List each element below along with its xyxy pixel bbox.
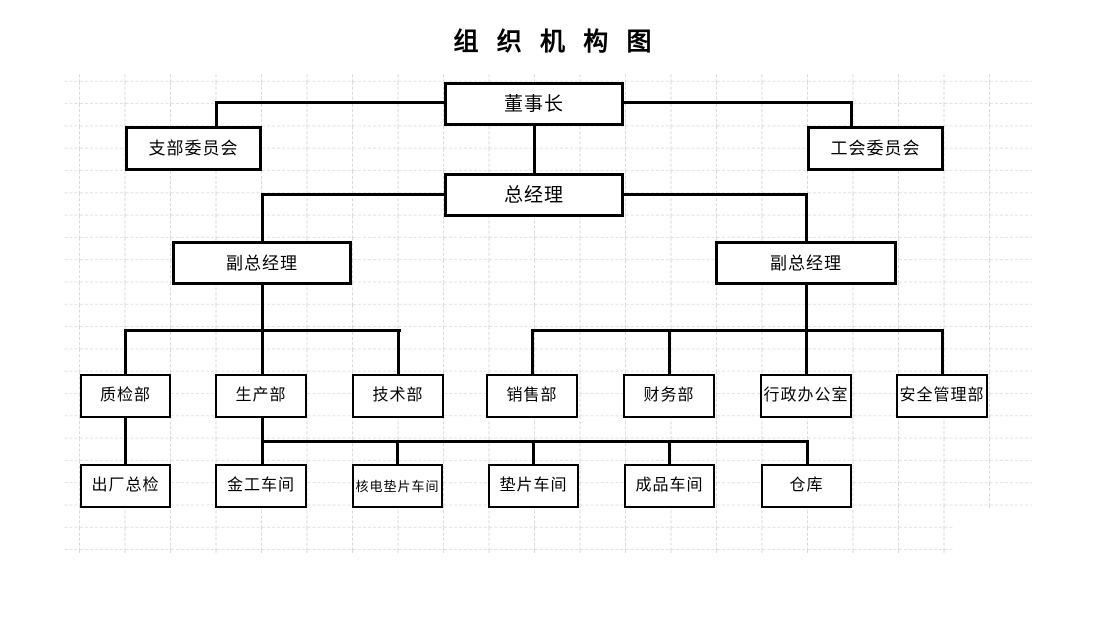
connector-drop-technology-v <box>397 329 400 374</box>
connector-drop-sales-v <box>531 329 534 374</box>
connector-drop-gasket-v <box>532 440 535 464</box>
connector-drop-quality-v <box>124 329 127 374</box>
connector-drop-finance-v <box>668 329 671 374</box>
org-node-branch-committee: 支部委员会 <box>125 126 262 171</box>
connector-chairman-right-h <box>624 101 853 104</box>
connector-drop-admin-v <box>805 329 808 374</box>
org-node-finance-dept: 财务部 <box>623 374 715 418</box>
org-node-gasket-shop: 垫片车间 <box>488 464 579 508</box>
org-node-general-manager: 总经理 <box>444 173 624 217</box>
chart-title: 组 织 机 构 图 <box>453 29 658 56</box>
org-node-chairman: 董事长 <box>444 82 624 126</box>
org-node-final-inspection: 出厂总检 <box>80 464 171 508</box>
org-node-admin-office: 行政办公室 <box>760 374 852 418</box>
connector-gm-left-h <box>261 193 444 196</box>
connector-gm-right-v <box>805 193 808 241</box>
connector-drop-safety-v <box>941 329 944 374</box>
org-node-finished-product-shop: 成品车间 <box>624 464 715 508</box>
connector-chairman-left-v <box>215 101 218 126</box>
connector-quality-inspection-v <box>124 418 127 464</box>
connector-drop-metalwork-v <box>261 440 264 464</box>
org-node-nuclear-gasket-shop: 核电垫片车间 <box>352 464 443 508</box>
org-node-metalwork-shop: 金工车间 <box>215 464 307 508</box>
org-node-deputy-gm-right: 副总经理 <box>715 241 897 285</box>
org-node-safety-dept: 安全管理部 <box>896 374 988 418</box>
connector-deputy-right-v <box>805 285 808 329</box>
org-node-deputy-gm-left: 副总经理 <box>172 241 352 285</box>
connector-chairman-gm-v <box>533 126 536 173</box>
org-node-technology-dept: 技术部 <box>352 374 444 418</box>
connector-right-bus-h <box>531 329 944 332</box>
org-node-union-committee: 工会委员会 <box>807 126 944 171</box>
org-node-warehouse: 仓库 <box>761 464 852 508</box>
connector-gm-right-h <box>624 193 807 196</box>
org-node-quality-dept: 质检部 <box>80 374 171 418</box>
connector-production-down-v <box>261 418 264 440</box>
connector-gm-left-v <box>261 193 264 241</box>
org-node-production-dept: 生产部 <box>215 374 307 418</box>
connector-chairman-left-h <box>215 101 444 104</box>
connector-drop-nuclear-gasket-v <box>396 440 399 464</box>
connector-drop-production-v <box>261 329 264 374</box>
org-node-sales-dept: 销售部 <box>486 374 578 418</box>
connector-drop-warehouse-v <box>806 440 809 464</box>
connector-drop-finished-v <box>668 440 671 464</box>
connector-deputy-left-v <box>261 285 264 329</box>
connector-workshop-bus-h <box>261 440 809 443</box>
connector-chairman-right-v <box>850 101 853 126</box>
